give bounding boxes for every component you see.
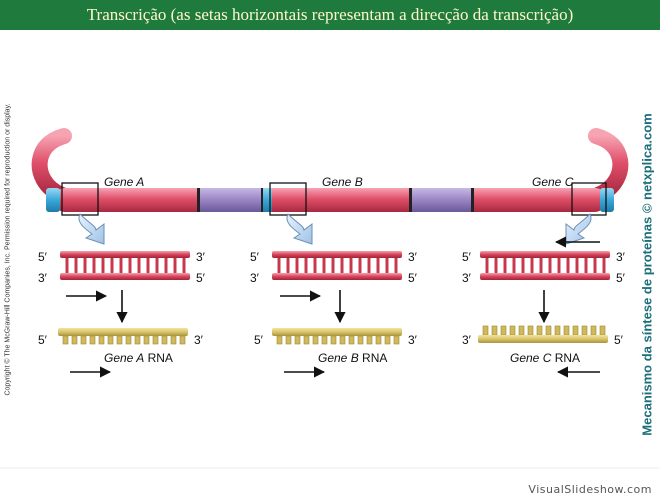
gene-label-a: Gene A [104,175,144,189]
dna-a-bottom-left: 3′ [38,271,48,285]
dna-ladder-c [480,251,610,280]
rna-c-suffix: RNA [551,351,580,365]
dna-b-top-left: 5′ [250,250,260,264]
gene-label-c: Gene C [532,175,574,189]
dna-b-bottom-right: 5′ [408,271,418,285]
rna-b-caption: Gene B RNA [318,351,387,365]
gene-label-b: Gene B [322,175,363,189]
rna-b-gene: Gene B [318,351,359,365]
rna-a-gene: Gene A [104,351,144,365]
rna-strand-c [478,325,608,343]
dna-ladder-a [60,251,190,280]
rna-c-left: 3′ [462,333,472,347]
dna-c-bottom-right: 5′ [616,271,626,285]
rna-b-suffix: RNA [359,351,388,365]
rna-a-right: 3′ [194,333,204,347]
zoom-arrow-c [565,213,592,245]
title-bar: Transcrição (as setas horizontais repres… [0,0,660,30]
zoom-arrow-a [78,213,105,245]
gene-c-panel: 5′ 3′ 3′ 5′ 3′ 5′ Gene C RNA [462,236,626,378]
rna-c-right: 5′ [614,333,624,347]
dna-tube [46,188,614,212]
dna-right-curl [588,128,629,203]
dna-c-bottom-left: 3′ [462,271,472,285]
rna-strand-b [272,328,402,345]
dna-a-top-left: 5′ [38,250,48,264]
dna-a-top-right: 3′ [196,250,206,264]
rna-c-caption: Gene C RNA [510,351,580,365]
dna-b-top-right: 3′ [408,250,418,264]
rna-b-left: 5′ [254,333,264,347]
watermark: VisualSlideshow.com [528,483,652,496]
dna-ladder-b [272,251,402,280]
gene-b-panel: 5′ 3′ 3′ 5′ 5′ 3′ Gene B RNA [250,250,418,378]
gene-a-panel: 5′ 3′ 3′ 5′ 5′ 3′ Gene A RNA [38,250,206,378]
rna-c-gene: Gene C [510,351,552,365]
rna-b-right: 3′ [408,333,418,347]
dna-b-bottom-left: 3′ [250,271,260,285]
dna-a-bottom-right: 5′ [196,271,206,285]
rna-a-caption: Gene A RNA [104,351,173,365]
slide-title: Transcrição (as setas horizontais repres… [86,5,574,24]
rna-strand-a [58,328,188,345]
dna-c-top-right: 3′ [616,250,626,264]
rna-a-suffix: RNA [144,351,173,365]
dna-c-top-left: 5′ [462,250,472,264]
rna-a-left: 5′ [38,333,48,347]
zoom-arrow-b [286,213,313,245]
dna-left-curl [31,128,72,203]
